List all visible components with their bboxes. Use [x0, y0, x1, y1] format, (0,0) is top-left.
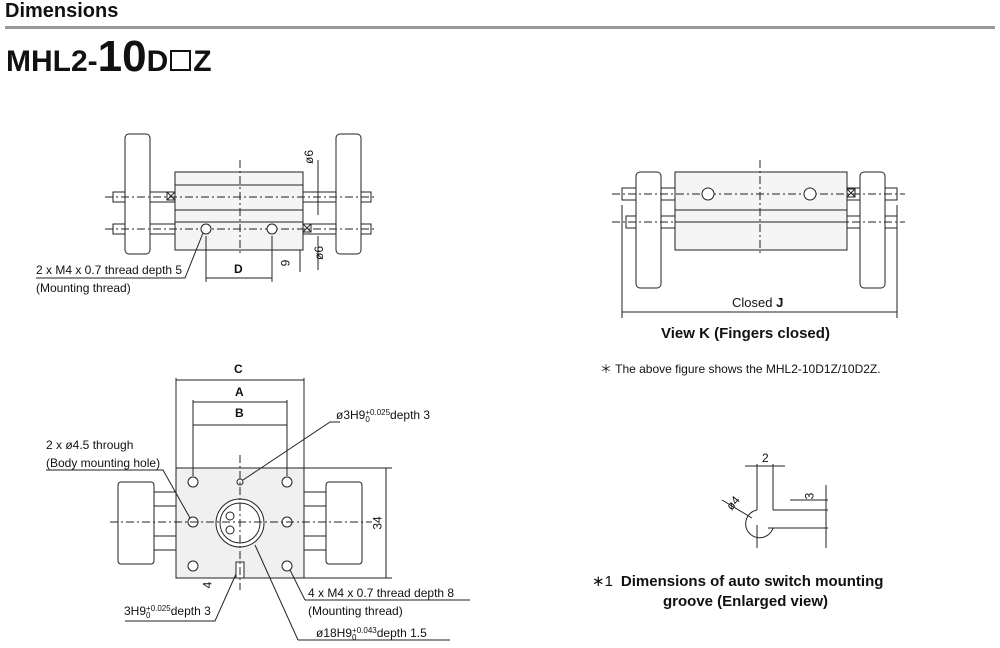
dim-phi6-top: ø6	[302, 149, 317, 165]
bore-tol-up: +0.043	[352, 625, 377, 635]
groove-detail	[721, 464, 828, 548]
dim-b: B	[235, 406, 244, 420]
label-thread8-note: (Mounting thread)	[308, 604, 403, 618]
groove-title-line1: ∗1 Dimensions of auto switch mounting	[592, 572, 883, 590]
pin-tol-up: +0.025	[365, 407, 391, 417]
slot: 3H9	[124, 604, 147, 618]
view-bottom	[46, 378, 470, 641]
label-thread8: 4 x M4 x 0.7 thread depth 8	[308, 586, 455, 600]
closed-prefix: Closed	[732, 295, 777, 310]
model-prefix: MHL2-	[6, 45, 98, 78]
label-mounting-thread-note: (Mounting thread)	[36, 281, 131, 295]
view-k-note: ＊ The above figure shows the MHL2-10D1Z/…	[600, 362, 881, 376]
model-placeholder-box	[170, 50, 192, 71]
bore-depth: depth 1.5	[376, 626, 427, 640]
pin-tol-lo: 0	[365, 414, 370, 424]
dim-34: 34	[370, 516, 385, 530]
dim-4: 4	[200, 581, 215, 589]
groove-dim-2: 2	[762, 451, 769, 465]
model-size: 10	[97, 32, 147, 81]
groove-dim-3: 3	[802, 492, 817, 500]
view-front-open	[36, 133, 375, 282]
view-k-title: View K (Fingers closed)	[661, 325, 830, 342]
groove-title-l1: Dimensions of auto switch mounting	[620, 573, 884, 590]
dim-9: 9	[278, 259, 293, 267]
slot-tol-up: +0.025	[146, 603, 171, 613]
label-through-note: (Body mounting hole)	[46, 456, 161, 470]
label-through: 2 x ø4.5 through	[46, 438, 134, 452]
section-title: Dimensions	[5, 0, 119, 22]
dim-phi6-bottom: ø6	[312, 245, 327, 261]
bore-tol-lo: 0	[352, 632, 357, 642]
model-d: D	[146, 45, 169, 78]
slot-depth: depth 3	[170, 604, 211, 618]
groove-mark: ∗1	[592, 573, 613, 590]
pin-depth: depth 3	[390, 408, 431, 422]
closed-j: J	[776, 295, 784, 310]
bore: ø18H9	[316, 626, 353, 640]
title-rule	[5, 26, 995, 29]
dim-closed-j: Closed J	[732, 295, 783, 310]
label-mounting-thread: 2 x M4 x 0.7 thread depth 5	[36, 263, 183, 277]
dim-a: A	[235, 385, 244, 399]
groove-title-line2: groove (Enlarged view)	[663, 593, 829, 610]
view-k-closed	[612, 160, 905, 318]
model-z: Z	[193, 45, 212, 78]
dim-d: D	[234, 262, 243, 276]
slot-tol-lo: 0	[146, 610, 151, 620]
dim-c: C	[234, 362, 243, 376]
pin-hole: ø3H9	[336, 408, 366, 422]
